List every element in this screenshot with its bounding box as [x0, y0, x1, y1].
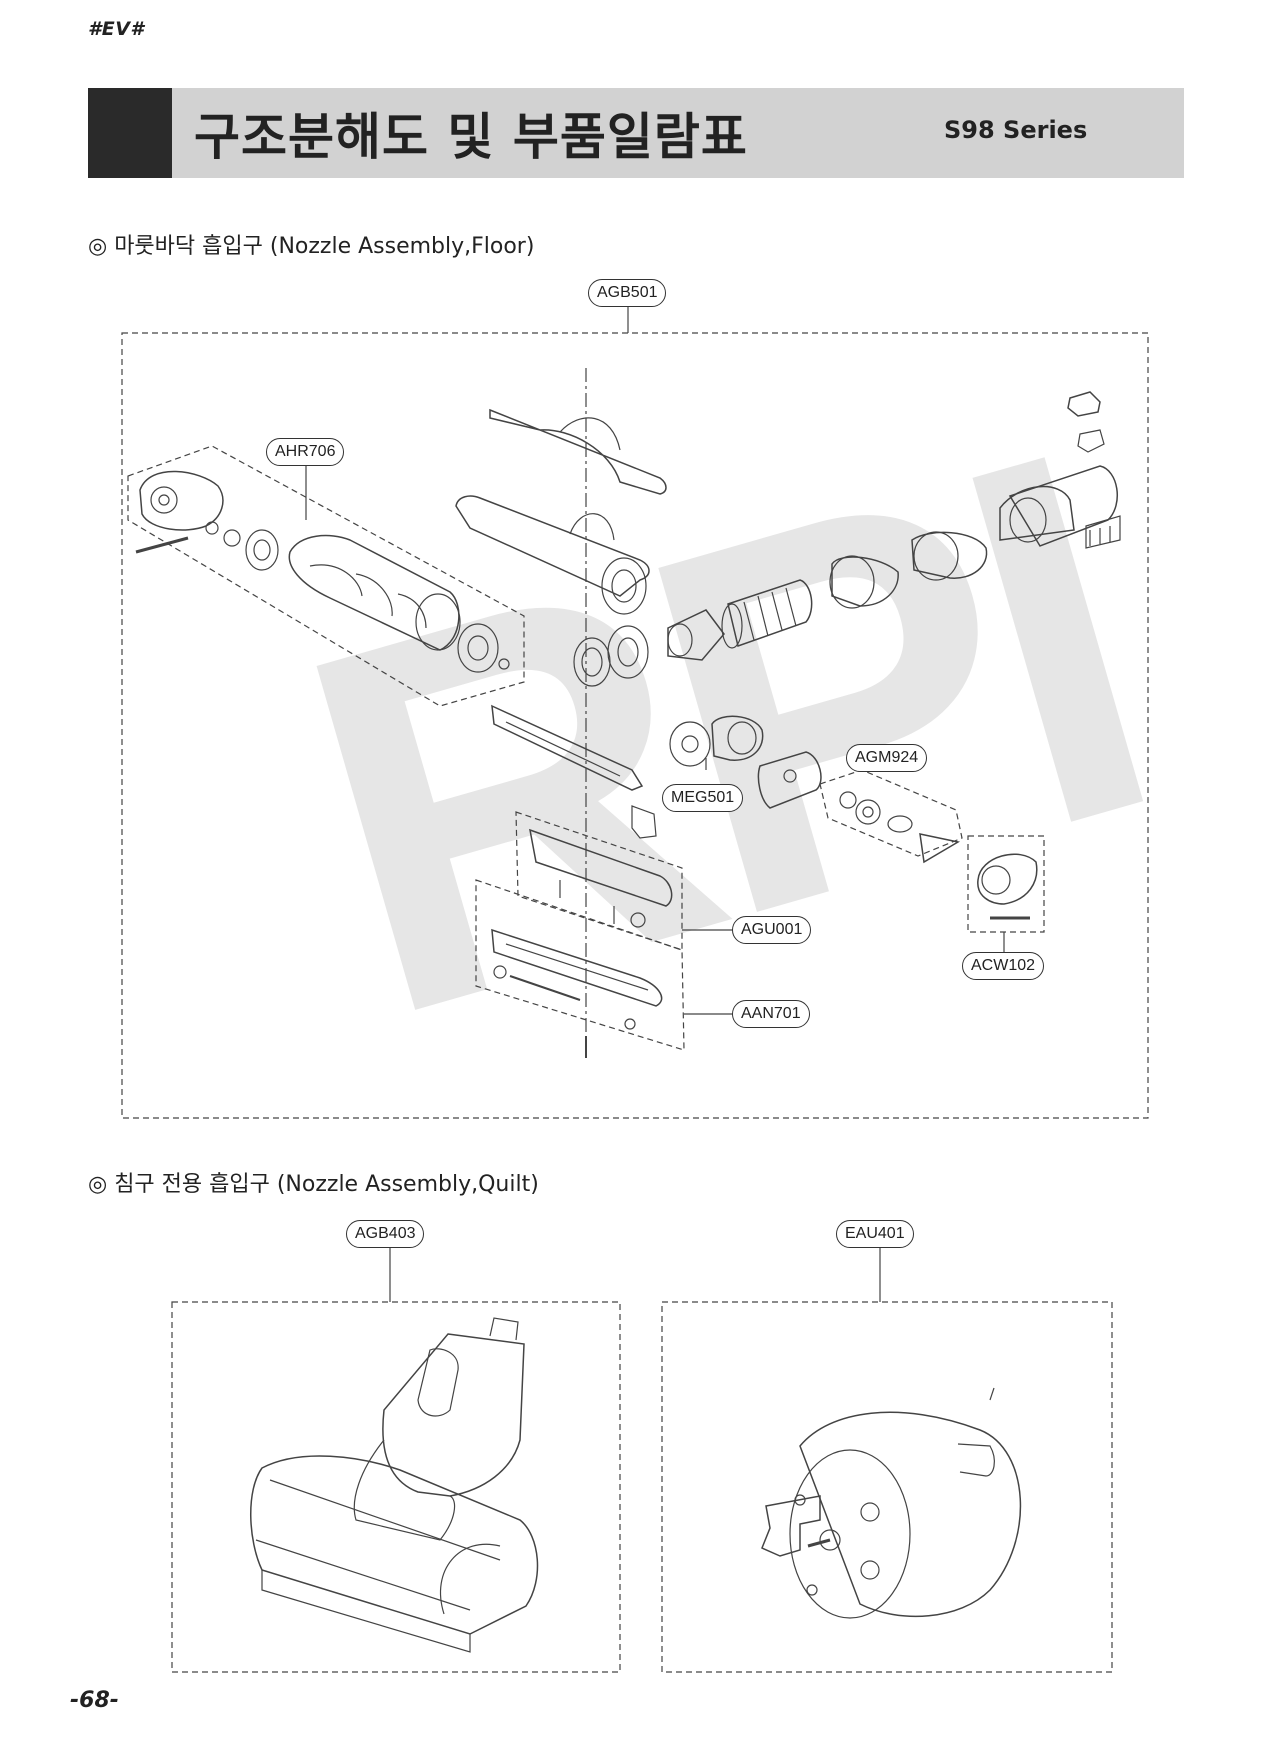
page-title: 구조분해도 및 부품일람표: [194, 108, 748, 166]
bottom-plate-frame: [475, 879, 685, 1051]
quilt-nozzle-frame: [171, 1301, 621, 1673]
callout-aan701: AAN701: [732, 1000, 810, 1028]
callout-agu001: AGU001: [732, 916, 812, 944]
series-label: S98 Series: [944, 116, 1088, 144]
title-bar: [88, 88, 1184, 178]
floor-assembly-frame: [121, 332, 1149, 1119]
callout-agb501: AGB501: [588, 279, 667, 307]
side-cap-frame: [967, 835, 1045, 933]
lower-housing-frame: [515, 811, 683, 951]
callout-acw102: ACW102: [962, 952, 1045, 980]
callout-agb403: AGB403: [346, 1220, 425, 1248]
callout-meg501: MEG501: [662, 784, 744, 812]
page-number: -68-: [70, 1688, 119, 1713]
callout-agm924: AGM924: [846, 744, 928, 772]
section-title-quilt: ◎ 침구 전용 흡입구 (Nozzle Assembly,Quilt): [88, 1172, 539, 1197]
section-title-floor: ◎ 마룻바닥 흡입구 (Nozzle Assembly,Floor): [88, 234, 535, 259]
motor-frame: [661, 1301, 1113, 1673]
callout-ahr706: AHR706: [266, 438, 345, 466]
title-accent-block: [88, 88, 172, 178]
brush-group-frame: [127, 445, 525, 707]
callout-eau401: EAU401: [836, 1220, 914, 1248]
gear-group-frame: [819, 769, 963, 857]
document-tag: #EV#: [88, 18, 145, 40]
